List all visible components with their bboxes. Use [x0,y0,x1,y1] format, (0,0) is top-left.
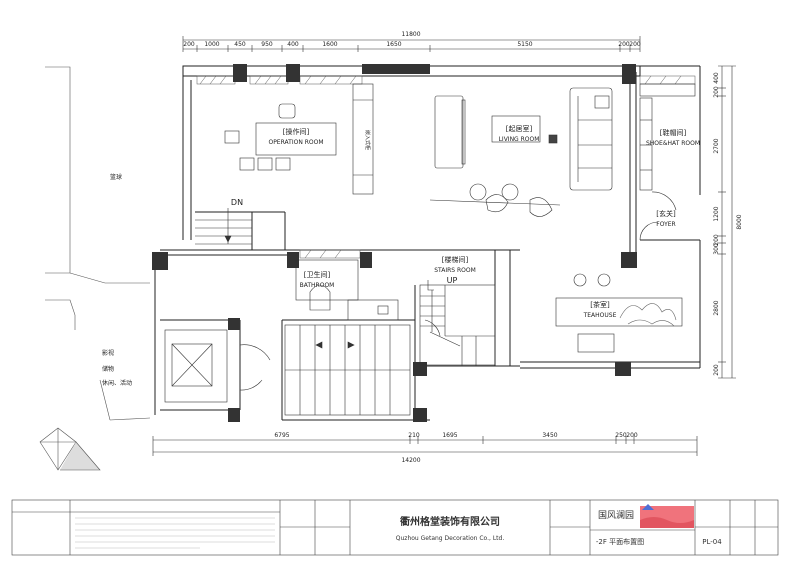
living-room-furniture [429,87,613,217]
bottom-dim-6: 200 [626,432,638,439]
right-total-dim: 8000 [736,214,743,229]
top-dimension-chain [182,36,641,52]
right-dim-7: 2800 [713,300,720,315]
right-dim-6: 300 [713,243,720,255]
bottom-dim-1: 6795 [274,432,289,439]
top-total-dim: 11800 [401,31,420,38]
bottom-total-dim: 14200 [401,457,420,464]
stairs-dn [195,208,252,245]
operation-room-furniture [224,83,374,195]
top-dim-10: 200 [629,41,641,48]
shoe-room-label-cn: [鞋帽间] [660,128,687,137]
top-dim-5: 400 [287,41,299,48]
right-dim-8: 200 [713,364,720,376]
right-dim-3: 2700 [713,138,720,153]
teahouse-label-en: TEAHOUSE [583,312,617,319]
structural-columns [152,64,637,422]
teahouse-label-cn: [茶室] [590,300,610,309]
top-dim-8: 5150 [517,41,532,48]
teahouse-furniture [555,273,683,353]
right-dim-4: 1200 [713,206,720,221]
foyer-label-cn: [玄关] [656,209,676,218]
stairs-dn-label: DN [231,198,243,207]
cabinet-label: 嵌入式柜 [364,130,371,150]
foyer-doors [639,191,677,241]
compass-icon [39,427,101,471]
shoe-room-label-en: SHOE&HAT ROOM [646,140,700,147]
bathroom-label-cn: [卫生间] [304,270,331,279]
project-logo [640,504,694,528]
drawing-number: PL-04 [702,538,722,546]
site-context [45,66,151,421]
company-name-en: Quzhou Getang Decoration Co., Ltd. [396,535,505,542]
bathroom-label-en: BATHROOM [300,282,335,289]
top-dim-9: 200 [618,41,630,48]
stairs-lower [284,324,411,416]
right-dim-5: 200 [713,234,720,246]
bottom-dimension-chain [152,436,698,456]
right-dimension-chain [718,65,736,379]
top-dim-1: 200 [183,41,195,48]
company-name-cn: 衢州格堂装饰有限公司 [400,515,500,528]
top-dim-6: 1600 [322,41,337,48]
living-room-label-en: LIVING ROOM [499,136,540,143]
shoe-room-furniture [639,83,696,191]
bathroom-fixtures [295,259,399,321]
operation-room-label-en: OPERATION ROOM [268,139,323,146]
living-room-label-cn: [起居室] [506,124,533,133]
walls [154,65,701,421]
stairs-up-label: UP [447,276,458,285]
basement-label-1: 影视 [102,349,114,357]
operation-room-label-cn: [操作间] [283,127,310,136]
stairs-room-label-en: STAIRS ROOM [434,267,476,274]
right-dim-1: 400 [713,72,720,84]
elevator-box [164,319,441,403]
stairs-room-label-cn: [楼梯间] [442,255,469,264]
top-dim-3: 450 [234,41,246,48]
basement-label-2: 储物 [102,365,114,373]
stairs-up [419,280,496,366]
top-dim-7: 1650 [386,41,401,48]
bottom-dim-3: 1695 [442,432,457,439]
right-dim-2: 200 [713,86,720,98]
drawing-title: -2F 平面布置图 [596,537,644,546]
top-dim-4: 950 [261,41,273,48]
foyer-label-en: FOYER [656,221,675,228]
title-block-frame [11,499,779,556]
bottom-dim-2: 210 [408,432,420,439]
bottom-dim-5: 250 [615,432,627,439]
project-name: 国风澜园 [598,510,634,521]
basement-label-3: 休闲、活动 [102,379,132,387]
title-block-notes [75,517,275,549]
outside-label: 篮球 [110,173,122,181]
top-dim-2: 1000 [204,41,219,48]
bottom-dim-4: 3450 [542,432,557,439]
